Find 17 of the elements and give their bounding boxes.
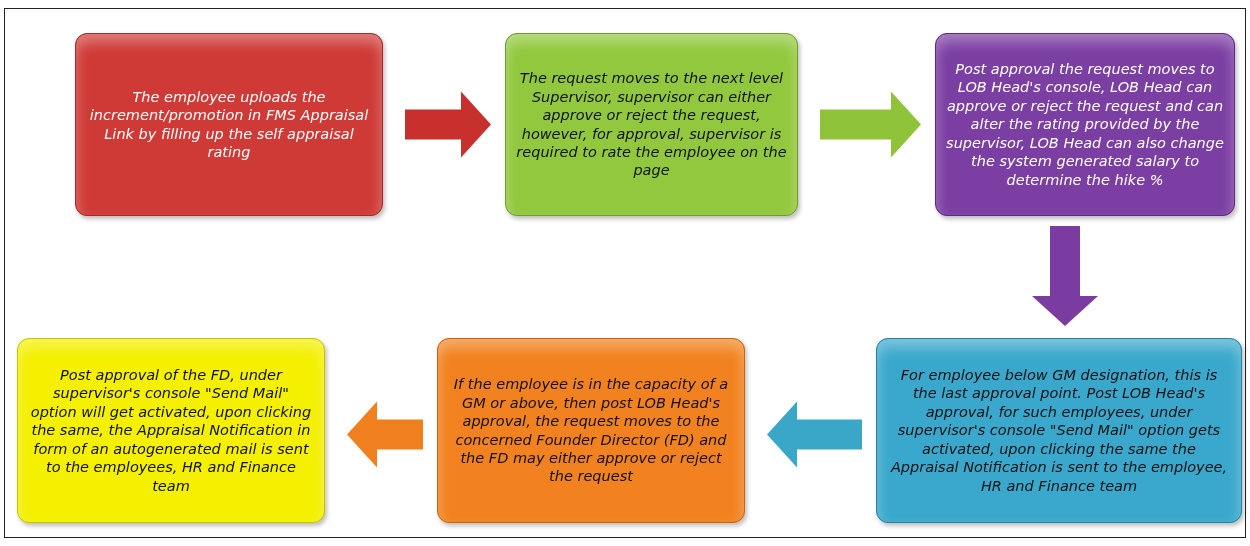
process-box bbox=[75, 33, 383, 216]
block-arrow bbox=[767, 401, 862, 468]
process-box bbox=[935, 33, 1235, 216]
process-box bbox=[17, 338, 325, 523]
block-arrow bbox=[347, 401, 423, 468]
process-box bbox=[437, 338, 745, 523]
process-box bbox=[505, 33, 798, 216]
step-text: The request moves to the next level Supervisor, supervisor can either approve or reject the request, however, for approval, supervisor is required to rate the employee on the page bbox=[516, 69, 787, 180]
step-text: For employee below GM designation, this is the last approval point. Post LOB Head's approval, for such employees, under supervisor's console "Send Mail" option gets activated, upon clicking the same the Appraisal Notification is sent to the employee, HR and Finance team bbox=[889, 366, 1229, 495]
block-arrow bbox=[1032, 226, 1098, 326]
step-text: If the employee is in the capacity of a GM or above, then post LOB Head's approval, the request moves to the concerned Founder Director (FD) and the FD may either approve or reject the request bbox=[452, 375, 730, 486]
step-text: Post approval of the FD, under supervisor's console "Send Mail" option will get activated, upon clicking the same, the Appraisal Notification in form of an autogenerated mail is sent to the employees, HR and Finance team bbox=[29, 366, 313, 495]
process-box bbox=[876, 338, 1242, 523]
block-arrow bbox=[820, 91, 921, 158]
step-text: Post approval the request moves to LOB Head's console, LOB Head can approve or reject the request and can alter the rating provided by the supervisor, LOB Head can also change the system generated salary to determine the hike % bbox=[946, 60, 1224, 189]
step-text: The employee uploads the increment/promotion in FMS Appraisal Link by filling up the self appraisal rating bbox=[88, 87, 370, 162]
block-arrow bbox=[405, 91, 491, 158]
